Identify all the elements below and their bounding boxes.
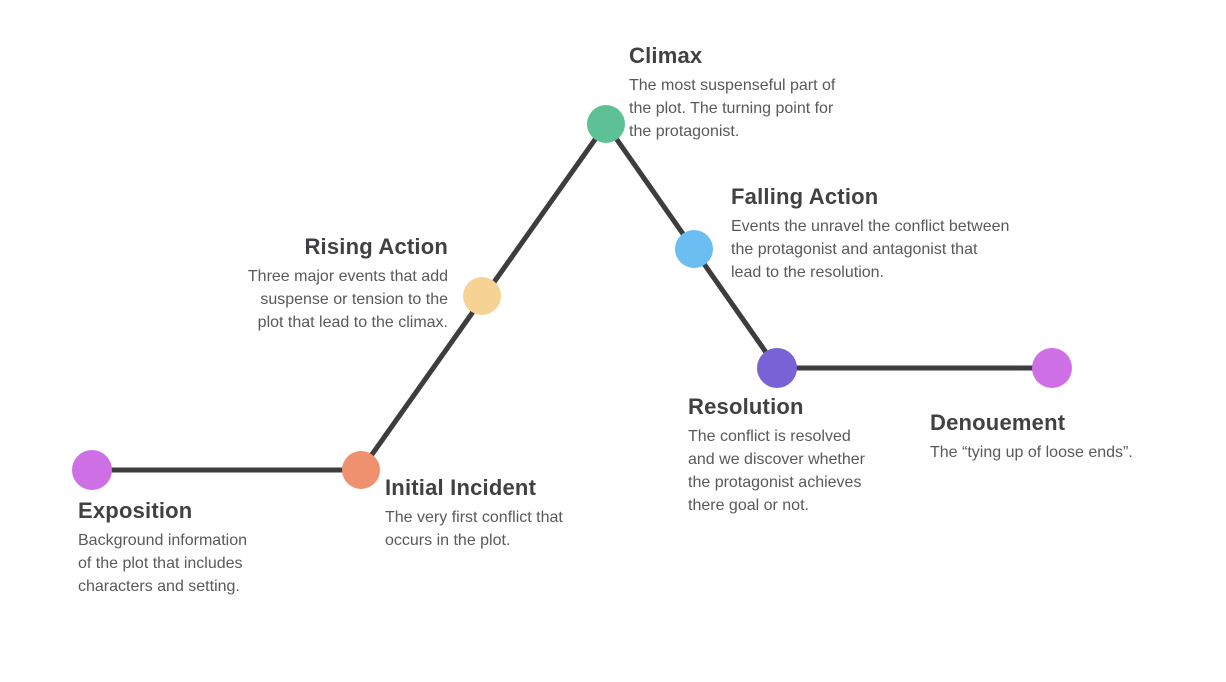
initial-incident-dot [342, 451, 380, 489]
node-label-exposition: Exposition Background information of the… [78, 498, 308, 598]
node-description: Background information of the plot that … [78, 532, 247, 595]
node-description: Three major events that add suspense or … [247, 268, 448, 331]
node-label-rising-action: Rising Action Three major events that ad… [188, 234, 448, 334]
node-title: Denouement [930, 410, 1066, 435]
denouement-dot [1032, 348, 1072, 388]
node-title: Rising Action [304, 234, 448, 259]
node-title: Exposition [78, 498, 193, 523]
node-description: The very first conflict that occurs in t… [385, 509, 563, 549]
node-title: Climax [629, 43, 703, 68]
node-description: The conflict is resolved and we discover… [688, 428, 865, 514]
node-label-denouement: Denouement The “tying up of loose ends”. [930, 410, 1190, 464]
climax-dot [587, 105, 625, 143]
node-title: Initial Incident [385, 475, 537, 500]
node-description: The most suspenseful part of the plot. T… [629, 77, 836, 140]
node-label-initial-incident: Initial Incident The very first conflict… [385, 475, 615, 552]
falling-action-dot [675, 230, 713, 268]
node-title: Falling Action [731, 184, 879, 209]
node-description: Events the unravel the conflict between … [731, 218, 1010, 281]
node-label-climax: Climax The most suspenseful part of the … [629, 43, 879, 143]
rising-action-dot [463, 277, 501, 315]
node-label-falling-action: Falling Action Events the unravel the co… [731, 184, 1041, 284]
exposition-dot [72, 450, 112, 490]
node-label-resolution: Resolution The conflict is resolved and … [688, 394, 908, 517]
resolution-dot [757, 348, 797, 388]
node-description: The “tying up of loose ends”. [930, 444, 1133, 461]
node-title: Resolution [688, 394, 804, 419]
